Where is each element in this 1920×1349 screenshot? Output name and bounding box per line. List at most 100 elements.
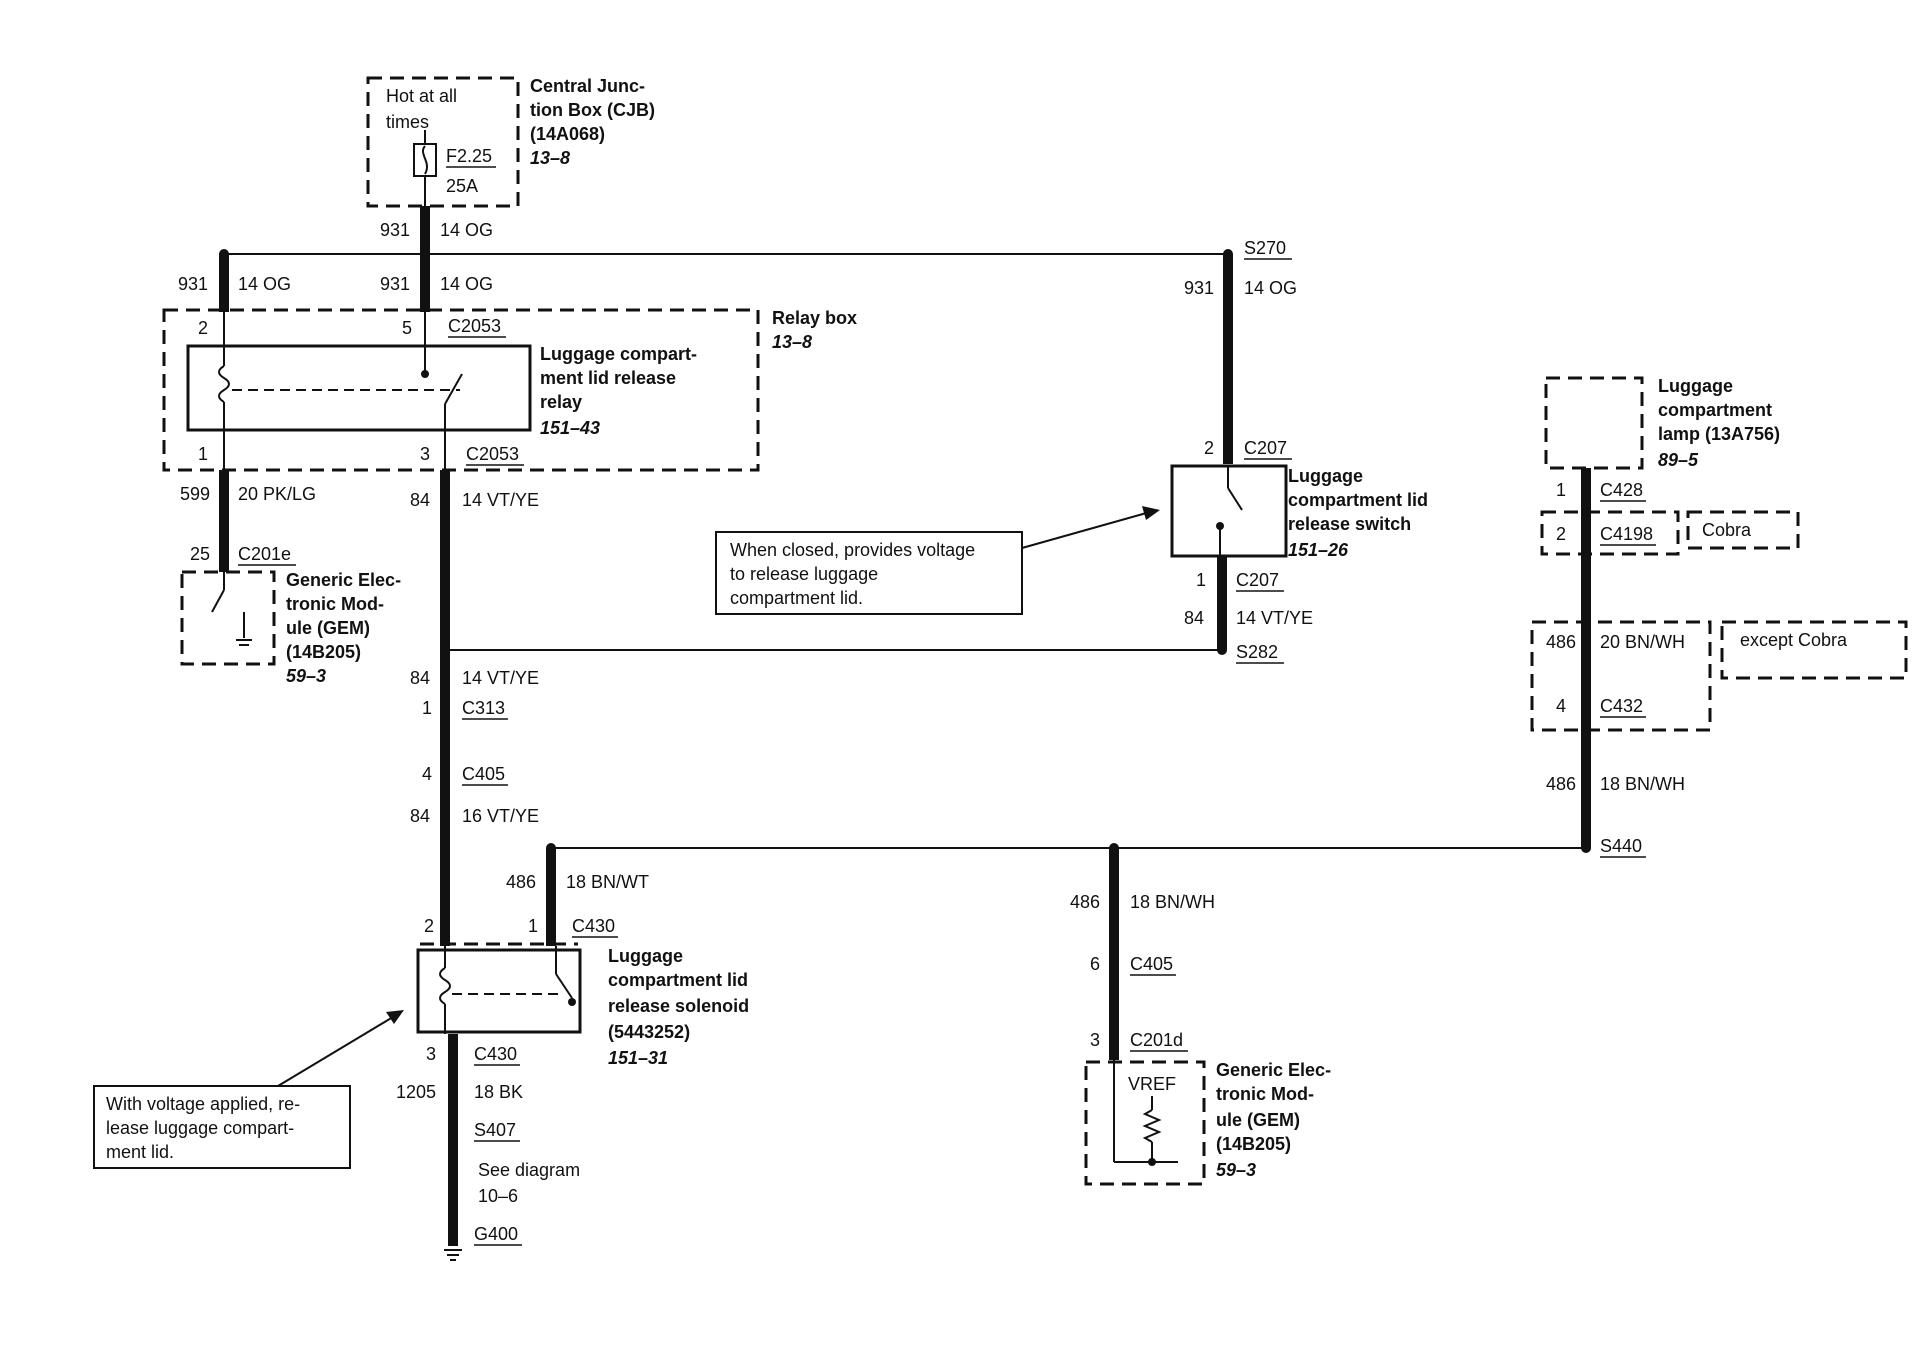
- release-solenoid: 486 18 BN/WT 2 1 C430 Luggage compartmen…: [416, 848, 749, 1068]
- relay-box-title: Relay box: [772, 308, 857, 328]
- c432-dashed-outline: [1530, 620, 1712, 732]
- wire-label-18bnwh-a: 18 BN/WH: [1600, 774, 1685, 794]
- wire-circuit-486-b: 486: [1546, 632, 1576, 652]
- switch-note-3: compartment lid.: [730, 588, 863, 608]
- solenoid-note-1: With voltage applied, re-: [106, 1094, 300, 1114]
- except-cobra-label: except Cobra: [1740, 630, 1848, 650]
- connector-s440: S440: [1600, 836, 1642, 856]
- release-switch: S270 931 14 OG 2 C207 1 C207 84 14 VT/YE…: [1170, 238, 1428, 664]
- wire-circuit-486-d: 486: [1070, 892, 1100, 912]
- lamp-name-2: compartment: [1658, 400, 1772, 420]
- c405-pin-6: 6: [1090, 954, 1100, 974]
- solenoid-note-3: ment lid.: [106, 1142, 174, 1162]
- connector-c201e: C201e: [238, 544, 291, 564]
- connector-s407: S407: [474, 1120, 516, 1140]
- switch-note-1: When closed, provides voltage: [730, 540, 975, 560]
- c201d-pin-3: 3: [1090, 1030, 1100, 1050]
- switch-name-2: compartment lid: [1288, 490, 1428, 510]
- c313-pin-1: 1: [422, 698, 432, 718]
- connector-c207-top: C207: [1244, 438, 1287, 458]
- except-cobra-dashed-outline: [1720, 620, 1908, 680]
- solenoid-name-3: release solenoid: [608, 996, 749, 1016]
- gem-bottom-dashed-outline: [1084, 1060, 1206, 1186]
- connector-c430-top: C430: [572, 916, 615, 936]
- central-junction-box: Hot at all times F2.25 25A Central Junc-…: [366, 76, 655, 208]
- connector-c405-b: C405: [1130, 954, 1173, 974]
- solenoid-coil-icon: [439, 967, 451, 1005]
- wire-circuit-931-b: 931: [178, 274, 208, 294]
- connector-c4198: C4198: [1600, 524, 1653, 544]
- wire-circuit-599: 599: [180, 484, 210, 504]
- wire-label-14vtye-c: 14 VT/YE: [1236, 608, 1313, 628]
- wire-circuit-486-a: 486: [506, 872, 536, 892]
- lamp-branch: Luggage compartment lamp (13A756) 89–5 1…: [1530, 376, 1908, 848]
- c4198-pin-2: 2: [1556, 524, 1566, 544]
- relay-coil-icon: [218, 365, 230, 403]
- solenoid-pin-1: 1: [528, 916, 538, 936]
- wire-label-14og-a: 14 OG: [440, 220, 493, 240]
- gem-bottom-branch: 486 18 BN/WH 6 C405 3 C201d VREF Generic…: [1070, 848, 1331, 1186]
- relay-pin-5: 5: [402, 318, 412, 338]
- c4198-dashed-outline: [1540, 510, 1680, 556]
- switch-note-box: [715, 531, 1023, 615]
- switch-ref: 151–26: [1288, 540, 1349, 560]
- relay-box-dashed-outline: [162, 308, 760, 472]
- wire-label-16vtye: 16 VT/YE: [462, 806, 539, 826]
- wire-circuit-486-c: 486: [1546, 774, 1576, 794]
- feed-wires: 931 14 OG 931 14 OG 931 14 OG: [178, 206, 1233, 312]
- lamp-name-1: Luggage: [1658, 376, 1733, 396]
- fuse-element-icon: [422, 145, 428, 175]
- solenoid-name-2: compartment lid: [608, 970, 748, 990]
- wire-label-14og-d: 14 OG: [1244, 278, 1297, 298]
- vref-label: VREF: [1128, 1074, 1176, 1094]
- c432-pin-4: 4: [1556, 696, 1566, 716]
- switch-contact-icon: [1227, 487, 1243, 511]
- gem-top-switch-icon: [211, 589, 225, 613]
- arrow-head-icon: [386, 1010, 404, 1024]
- switch-pin-1: 1: [1196, 570, 1206, 590]
- connector-g400: G400: [474, 1224, 518, 1244]
- circuit-84: 84 14 VT/YE 84 14 VT/YE 1 C313 4 C405 84…: [410, 470, 1227, 946]
- c405-pin-4: 4: [422, 764, 432, 784]
- bus-486-s440: S440: [546, 836, 1646, 858]
- gem-top-dashed-outline: [180, 570, 276, 666]
- ground-leg: 3 C430 1205 18 BK S407 See diagram 10–6 …: [396, 1034, 580, 1261]
- solenoid-ref: 151–31: [608, 1048, 668, 1068]
- resistor-icon: [1142, 1109, 1162, 1143]
- gem-top-name-1: Generic Elec-: [286, 570, 401, 590]
- relay-body: [186, 344, 532, 432]
- switch-note-2: to release luggage: [730, 564, 878, 584]
- wire-label-20bnwh: 20 BN/WH: [1600, 632, 1685, 652]
- gem-top-part: (14B205): [286, 642, 361, 662]
- wire-circuit-1205: 1205: [396, 1082, 436, 1102]
- wire-label-14og-b: 14 OG: [238, 274, 291, 294]
- gem-top-branch: 599 20 PK/LG 25 C201e Generic Elec- tron…: [180, 470, 401, 686]
- fuse-rating: 25A: [446, 176, 478, 196]
- connector-c428: C428: [1600, 480, 1643, 500]
- switch-name-1: Luggage: [1288, 466, 1363, 486]
- wire-label-18bk: 18 BK: [474, 1082, 523, 1102]
- cobra-dashed-outline: [1686, 510, 1800, 550]
- wire-circuit-931-c: 931: [380, 274, 410, 294]
- arrow-head-icon: [1142, 506, 1160, 520]
- see-diagram-label: See diagram: [478, 1160, 580, 1180]
- cjb-hot-label-1: Hot at all: [386, 86, 457, 106]
- c430-pin-3: 3: [426, 1044, 436, 1064]
- wire-circuit-84-b: 84: [410, 668, 430, 688]
- wire-label-14vtye-a: 14 VT/YE: [462, 490, 539, 510]
- lamp-name-3: lamp (13A756): [1658, 424, 1780, 444]
- gem-bottom-part: (14B205): [1216, 1134, 1291, 1154]
- connector-c2053-bottom: C2053: [466, 444, 519, 464]
- wire-circuit-84-d: 84: [1184, 608, 1204, 628]
- solenoid-part: (5443252): [608, 1022, 690, 1042]
- cjb-ref: 13–8: [530, 148, 570, 168]
- switch-name-3: release switch: [1288, 514, 1411, 534]
- lamp-dashed-outline: [1544, 376, 1644, 470]
- relay-name-1: Luggage compart-: [540, 344, 697, 364]
- relay-pin-1: 1: [198, 444, 208, 464]
- wire-label-20pklg: 20 PK/LG: [238, 484, 316, 504]
- solenoid-name-1: Luggage: [608, 946, 683, 966]
- gem-bottom-name-1: Generic Elec-: [1216, 1060, 1331, 1080]
- wire-label-18bnwt: 18 BN/WT: [566, 872, 649, 892]
